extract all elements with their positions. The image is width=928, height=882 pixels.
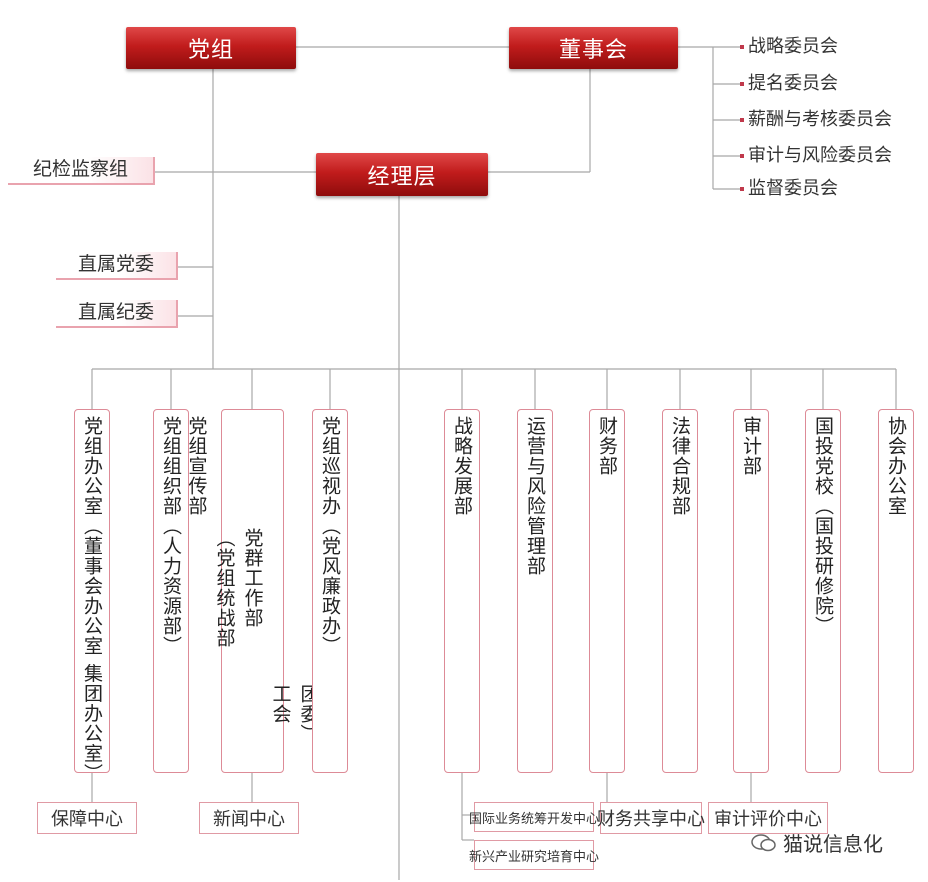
dept-party-school-label: 国投党校（国投研修院） — [812, 416, 834, 636]
dept-party-organization-label: 党组组织部（人力资源部） — [160, 416, 182, 656]
committee-audit-risk[interactable]: 审计与风险委员会 — [748, 145, 892, 166]
dept-party-publicity-col2: （党组统战部 — [213, 528, 236, 648]
bullet-icon — [740, 118, 744, 122]
bullet-icon — [740, 187, 744, 191]
dept-party-office-label: 党组办公室（董事会办公室 集团办公室） — [81, 416, 103, 784]
dept-operations-risk-label: 运营与风险管理部 — [524, 416, 546, 576]
intl-business-center-box[interactable]: 国际业务统筹开发中心 — [469, 802, 599, 832]
dept-association-office[interactable]: 协会办公室 — [878, 409, 914, 773]
dept-inspection-office[interactable]: 党组巡视办（党风廉政办） — [312, 409, 348, 773]
party-group-box[interactable]: 党组 — [126, 27, 296, 69]
bullet-icon — [740, 154, 744, 158]
finance-share-center-box[interactable]: 财务共享中心 — [597, 802, 705, 834]
dept-strategy-development-label: 战略发展部 — [451, 416, 473, 516]
news-center-box[interactable]: 新闻中心 — [199, 802, 299, 834]
discipline-group-tag[interactable]: 纪检监察组 — [8, 157, 155, 185]
committee-nomination[interactable]: 提名委员会 — [748, 73, 838, 94]
dept-audit[interactable]: 审计部 — [733, 409, 769, 773]
dept-party-publicity-col3: 党群工作部 — [241, 528, 264, 628]
audit-eval-center-box[interactable]: 审计评价中心 — [708, 802, 828, 834]
dept-association-office-label: 协会办公室 — [885, 416, 907, 516]
dept-finance-label: 财务部 — [596, 416, 618, 476]
support-center-box[interactable]: 保障中心 — [37, 802, 137, 834]
dept-party-school[interactable]: 国投党校（国投研修院） — [805, 409, 841, 773]
bullet-icon — [740, 45, 744, 49]
watermark: 猫说信息化 — [751, 828, 883, 857]
party-group-label: 党组 — [187, 38, 234, 63]
dept-strategy-development[interactable]: 战略发展部 — [444, 409, 480, 773]
direct-discipline-committee-tag[interactable]: 直属纪委 — [56, 300, 178, 328]
watermark-text: 猫说信息化 — [783, 832, 883, 856]
dept-operations-risk[interactable]: 运营与风险管理部 — [517, 409, 553, 773]
dept-party-publicity[interactable]: 党组宣传部 （党组统战部 党群工作部 工会 团委） — [186, 409, 320, 773]
bullet-icon — [740, 82, 744, 86]
management-box[interactable]: 经理层 — [316, 153, 488, 196]
management-label: 经理层 — [367, 164, 437, 190]
committee-supervision[interactable]: 监督委员会 — [748, 178, 838, 199]
dept-legal-compliance-label: 法律合规部 — [669, 416, 691, 516]
chat-bubble-icon — [751, 833, 776, 851]
dept-audit-label: 审计部 — [740, 416, 762, 476]
emerging-industry-center-box[interactable]: 新兴产业研究培育中心 — [469, 840, 599, 870]
dept-legal-compliance[interactable]: 法律合规部 — [662, 409, 698, 773]
dept-party-office[interactable]: 党组办公室（董事会办公室 集团办公室） — [74, 409, 110, 784]
board-label: 董事会 — [558, 38, 628, 63]
board-box[interactable]: 董事会 — [509, 27, 678, 69]
dept-finance[interactable]: 财务部 — [589, 409, 625, 773]
dept-party-organization[interactable]: 党组组织部（人力资源部） — [153, 409, 189, 773]
committee-compensation[interactable]: 薪酬与考核委员会 — [748, 109, 892, 130]
committee-strategy[interactable]: 战略委员会 — [748, 36, 838, 57]
direct-party-committee-tag[interactable]: 直属党委 — [56, 252, 178, 280]
dept-party-publicity-col4: 工会 — [269, 684, 292, 724]
dept-party-publicity-col1: 党组宣传部 — [185, 416, 208, 516]
dept-inspection-office-label: 党组巡视办（党风廉政办） — [319, 416, 341, 656]
